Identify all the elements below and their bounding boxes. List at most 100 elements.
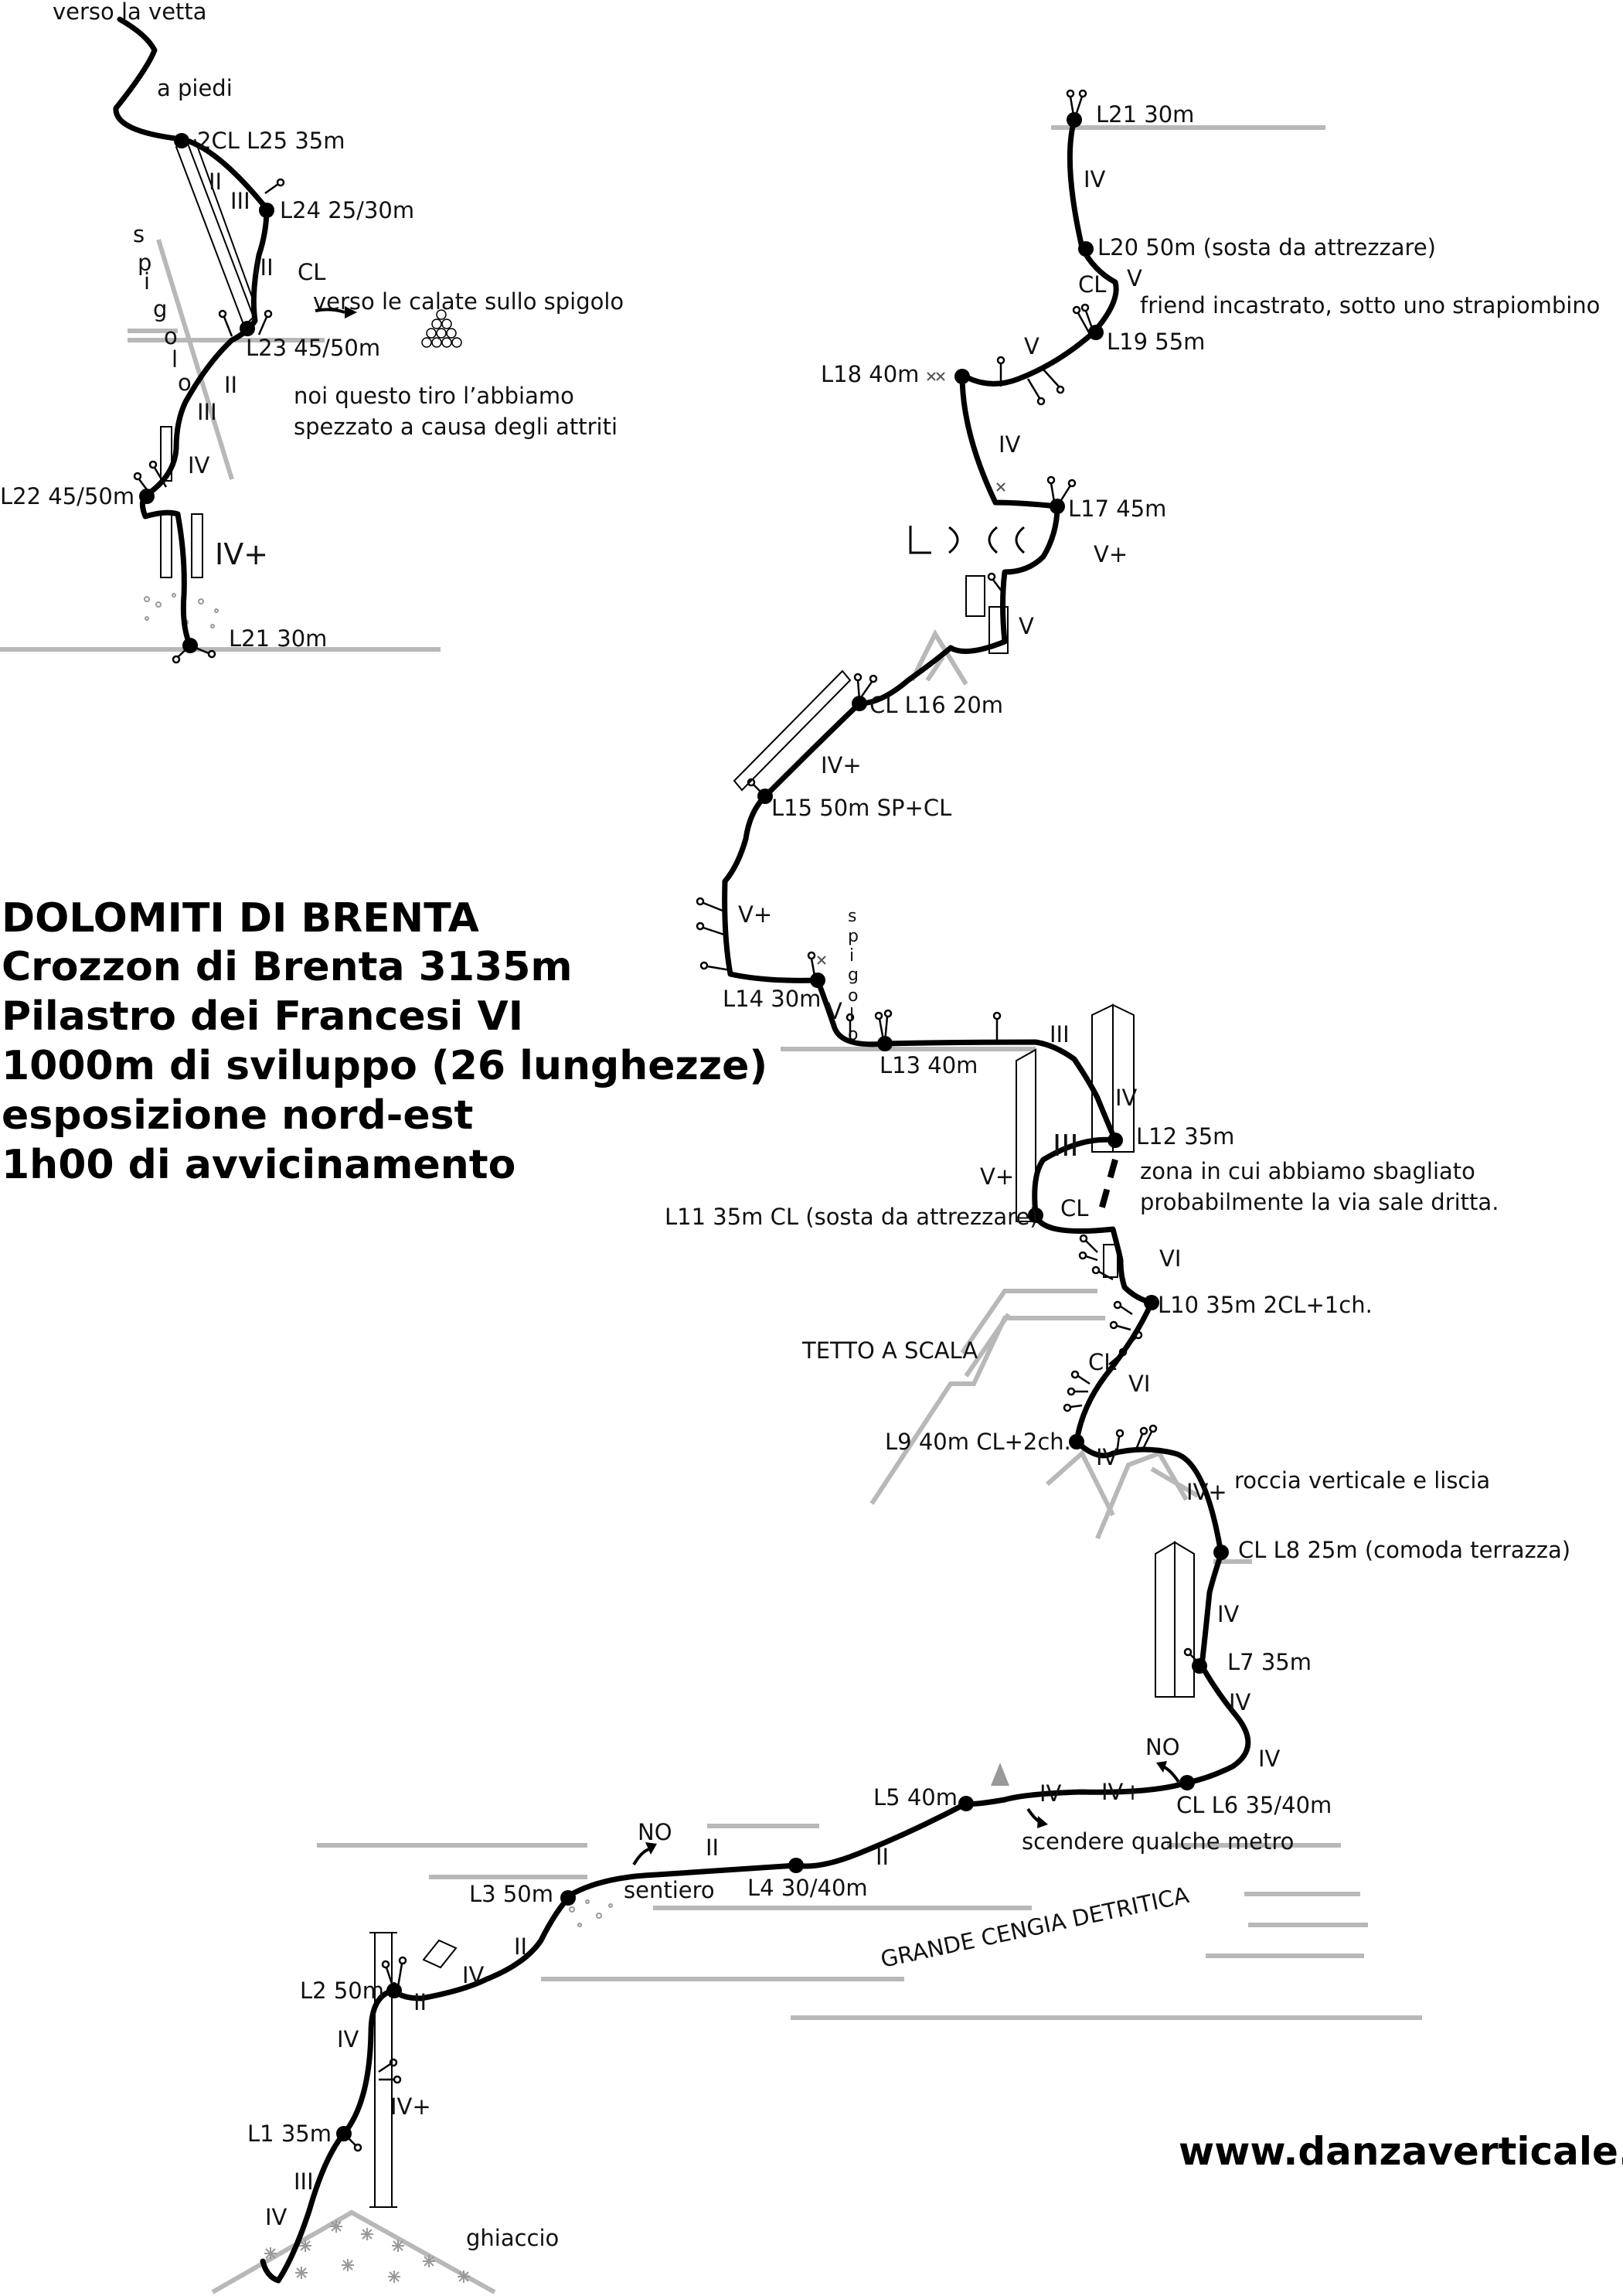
grade-iv-l21: IV	[1084, 166, 1106, 192]
grade-vplus-l14: V+	[738, 901, 772, 928]
station-l15: L15 50m SP+CL	[771, 795, 951, 821]
svg-text:s: s	[133, 221, 145, 247]
station-l16: CL L16 20m	[869, 692, 1003, 718]
station-l17: L17 45m	[1068, 496, 1166, 522]
grade-ivplus-l1: IV+	[390, 2093, 431, 2120]
station-l2: L2 50m	[300, 1977, 384, 2004]
note-spezzato-1: noi questo tiro l’abbiamo	[294, 383, 574, 409]
grade-cl-l20: CL	[1078, 271, 1106, 298]
note-spezzato-2: spezzato a causa degli attriti	[294, 414, 618, 440]
svg-text:o: o	[848, 1025, 858, 1044]
belay-stations	[139, 112, 1229, 2141]
station-l23: L23 45/50m	[246, 335, 380, 361]
station-l7: L7 35m	[1227, 1649, 1312, 1675]
grade-iii-1: III	[230, 188, 250, 214]
station-l5: L5 40m	[873, 1784, 958, 1811]
svg-text:p: p	[848, 927, 859, 946]
grade-cl-inset: CL	[298, 259, 325, 285]
grade-ii-l5: II	[876, 1844, 889, 1870]
grade-ii-2: II	[224, 372, 237, 398]
station-l21-inset: L21 30m	[229, 625, 327, 652]
grade-vplus-l17: V+	[1094, 541, 1128, 567]
svg-text:o: o	[848, 986, 858, 1006]
svg-text:l: l	[849, 1006, 854, 1025]
website-url: www.danzaverticale.it	[1179, 2129, 1623, 2174]
upper-labels: L21 30m L20 50m (sosta da attrezzare) L1…	[665, 101, 1600, 1818]
pitons	[817, 372, 1005, 965]
label-a-piedi: a piedi	[157, 75, 233, 101]
station-l24: L24 25/30m	[280, 197, 414, 223]
note-cengia: GRANDE CENGIA DETRITICA	[878, 1882, 1191, 1973]
stacked-rocks-icon	[421, 309, 462, 348]
station-l3: L3 50m	[469, 1881, 553, 1907]
svg-text:i: i	[144, 268, 150, 295]
grade-ivplus-inset: IV+	[215, 537, 268, 571]
grade-v-l19: V	[1024, 333, 1039, 359]
svg-text:s: s	[848, 907, 856, 926]
ice-flakes	[264, 2220, 470, 2283]
station-l13: L13 40m	[880, 1052, 978, 1078]
ledges	[0, 125, 1422, 2294]
svg-text:o: o	[178, 370, 192, 396]
grade-iv-inset: IV	[188, 452, 210, 479]
station-l22: L22 45/50m	[0, 483, 134, 509]
grade-iv-l3: IV	[462, 1962, 485, 1988]
title-line-6: 1h00 di avvicinamento	[2, 1142, 515, 1188]
station-l25: 2CL L25 35m	[197, 128, 345, 154]
note-sentiero: sentiero	[624, 1877, 715, 1903]
grade-iv-l7: IV	[1229, 1689, 1251, 1715]
grade-iv-l8: IV	[1217, 1601, 1240, 1627]
station-l21: L21 30m	[1096, 101, 1194, 128]
grade-iv-l12: IV	[1115, 1085, 1138, 1111]
title-line-5: esposizione nord-est	[2, 1092, 473, 1139]
grade-ivplus-l15: IV+	[821, 752, 862, 778]
scree-dots	[144, 593, 613, 1927]
spigolo-vertical-inset: s p i g o l o	[133, 221, 192, 396]
label-verso-vetta: verso la vetta	[53, 0, 207, 25]
grade-ii-l3: II	[514, 1933, 527, 1960]
grade-ivplus-l8: IV+	[1186, 1479, 1227, 1505]
summit-icon	[991, 1763, 1009, 1786]
note-ghiaccio: ghiaccio	[466, 2225, 559, 2251]
grade-no-l4: NO	[638, 1819, 672, 1845]
grade-v-l14: V	[827, 998, 842, 1024]
grade-ii-l2: II	[413, 1989, 427, 2015]
station-l12: L12 35m	[1136, 1123, 1234, 1150]
note-calate: verso le calate sullo spigolo	[313, 288, 624, 315]
station-l18: L18 40m	[821, 361, 919, 387]
station-l11: L11 35m CL (sosta da attrezzare)	[665, 1204, 1039, 1230]
grade-ii-1: II	[209, 169, 222, 195]
note-scendere: scendere qualche metro	[1022, 1828, 1294, 1855]
grade-iii-l1: III	[294, 2168, 314, 2195]
station-l19: L19 55m	[1107, 329, 1205, 355]
svg-text:i: i	[849, 946, 854, 966]
grade-vi-l10: VI	[1159, 1245, 1181, 1272]
dihedrals	[160, 136, 1195, 2208]
note-zona-2: probabilmente la via sale dritta.	[1140, 1189, 1499, 1215]
grade-iii-l13: III	[1050, 1021, 1070, 1048]
grade-iv-l5: IV	[1039, 1780, 1062, 1807]
station-l6: CL L6 35/40m	[1176, 1792, 1332, 1818]
note-zona-1: zona in cui abbiamo sbagliato	[1140, 1158, 1475, 1184]
inset-labels: verso la vetta a piedi 2CL L25 35m L24 2…	[0, 0, 624, 652]
grade-iv-l18: IV	[999, 431, 1021, 458]
wrong-zone-dash	[1098, 1158, 1118, 1211]
grade-iii-2: III	[253, 254, 274, 281]
title-block: DOLOMITI DI BRENTA Crozzon di Brenta 313…	[2, 895, 767, 1188]
station-l14: L14 30m	[723, 986, 821, 1012]
direction-arrows	[315, 306, 1180, 1866]
grade-vi-l9: VI	[1128, 1371, 1150, 1397]
svg-text:g: g	[848, 966, 859, 985]
station-l10: L10 35m 2CL+1ch.	[1158, 1292, 1373, 1318]
title-line-1: DOLOMITI DI BRENTA	[2, 895, 479, 942]
grade-iii-l12: III	[1053, 1129, 1079, 1163]
station-l20: L20 50m (sosta da attrezzare)	[1097, 234, 1436, 261]
station-l4: L4 30/40m	[747, 1875, 868, 1901]
title-line-4: 1000m di sviluppo (26 lunghezze)	[2, 1043, 767, 1089]
grade-iv-l6: IV	[1258, 1746, 1281, 1772]
grade-iv-l1: IV	[265, 2204, 288, 2230]
grade-v-l20: V	[1127, 265, 1142, 291]
grade-iv-l9: IV	[1096, 1444, 1118, 1470]
grade-cl-l9: CL	[1088, 1349, 1116, 1375]
